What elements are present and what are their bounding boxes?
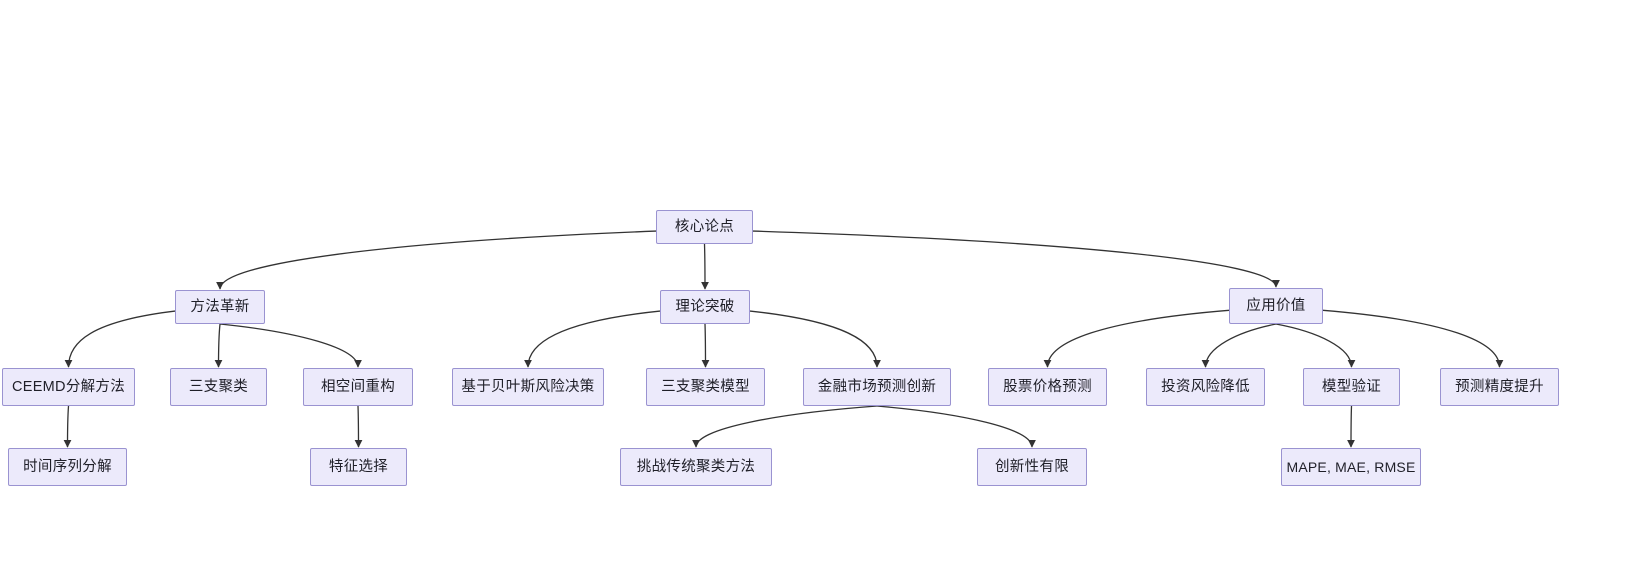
node-label: 三支聚类 — [188, 378, 249, 395]
node-challenge[interactable]: 挑战传统聚类方法 — [620, 448, 772, 486]
node-threeway[interactable]: 三支聚类 — [170, 368, 267, 406]
node-bayes[interactable]: 基于贝叶斯风险决策 — [452, 368, 604, 406]
node-label: 预测精度提升 — [1455, 378, 1544, 395]
node-limited[interactable]: 创新性有限 — [977, 448, 1087, 486]
edge-theory-to-twmodel — [701, 323, 710, 368]
node-stock[interactable]: 股票价格预测 — [988, 368, 1107, 406]
node-method[interactable]: 方法革新 — [175, 290, 265, 324]
edge-value-to-validate — [1275, 323, 1356, 368]
node-label: 挑战传统聚类方法 — [636, 458, 756, 475]
node-label: CEEMD分解方法 — [11, 378, 126, 395]
node-label: 基于贝叶斯风险决策 — [461, 378, 595, 395]
edge-phase-to-feature — [354, 405, 363, 448]
edge-finance-to-limited — [876, 405, 1036, 448]
node-label: 三支聚类模型 — [661, 378, 750, 395]
node-label: 方法革新 — [190, 298, 250, 315]
node-label: 金融市场预测创新 — [817, 378, 937, 395]
node-metrics[interactable]: MAPE, MAE, RMSE — [1281, 448, 1421, 486]
edge-validate-to-metrics — [1347, 405, 1355, 448]
node-finance[interactable]: 金融市场预测创新 — [803, 368, 951, 406]
edge-root-to-value — [752, 230, 1280, 288]
node-feature[interactable]: 特征选择 — [310, 448, 407, 486]
node-risk[interactable]: 投资风险降低 — [1146, 368, 1265, 406]
node-label: 特征选择 — [328, 458, 389, 475]
node-label: 理论突破 — [675, 298, 735, 315]
edge-method-to-threeway — [214, 323, 223, 368]
node-label: 应用价值 — [1246, 297, 1306, 314]
node-accuracy[interactable]: 预测精度提升 — [1440, 368, 1559, 406]
edge-value-to-risk — [1201, 323, 1277, 368]
node-twmodel[interactable]: 三支聚类模型 — [646, 368, 765, 406]
node-label: 创新性有限 — [995, 458, 1069, 475]
edge-root-to-method — [216, 230, 657, 290]
node-label: 模型验证 — [1321, 378, 1382, 395]
node-theory[interactable]: 理论突破 — [660, 290, 750, 324]
node-root[interactable]: 核心论点 — [656, 210, 753, 244]
node-label: 时间序列分解 — [23, 458, 112, 475]
edge-value-to-stock — [1043, 309, 1230, 368]
node-label: MAPE, MAE, RMSE — [1286, 459, 1416, 475]
node-ceemd[interactable]: CEEMD分解方法 — [2, 368, 135, 406]
node-label: 股票价格预测 — [1003, 378, 1092, 395]
node-value[interactable]: 应用价值 — [1229, 288, 1323, 324]
edge-method-to-phase — [219, 323, 362, 368]
node-label: 核心论点 — [674, 218, 735, 235]
node-label: 相空间重构 — [321, 378, 395, 395]
edge-root-to-theory — [701, 243, 709, 290]
edge-method-to-ceemd — [64, 310, 176, 368]
edge-finance-to-challenge — [692, 405, 878, 448]
edge-theory-to-finance — [749, 310, 881, 368]
node-tsdecomp[interactable]: 时间序列分解 — [8, 448, 127, 486]
node-validate[interactable]: 模型验证 — [1303, 368, 1400, 406]
node-phase[interactable]: 相空间重构 — [303, 368, 413, 406]
edge-theory-to-bayes — [524, 310, 661, 368]
edge-value-to-accuracy — [1322, 309, 1504, 368]
node-label: 投资风险降低 — [1161, 378, 1250, 395]
edge-ceemd-to-tsdecomp — [63, 405, 72, 448]
